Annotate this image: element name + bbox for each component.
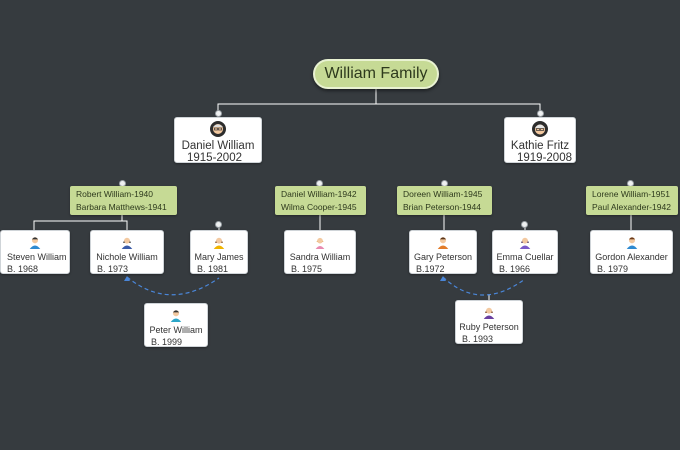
grandma-avatar-icon	[532, 121, 548, 137]
person-name: Gary Peterson	[413, 252, 473, 262]
couple-box-daniel-wilma[interactable]: Daniel William-1942 Wilma Cooper-1945	[275, 186, 366, 215]
arrow-head-icon	[440, 276, 446, 281]
person-card-peter-william[interactable]: Peter William B. 1999	[144, 303, 208, 347]
couple-box-doreen-brian[interactable]: Doreen William-1945 Brian Peterson-1944	[397, 186, 492, 215]
girl-avatar-icon	[483, 307, 495, 319]
person-birth: B. 1973	[97, 264, 129, 274]
collapse-handle[interactable]	[215, 110, 222, 117]
person-card-daniel-william[interactable]: Daniel William 1915-2002	[174, 117, 262, 164]
person-card-ruby-peterson[interactable]: Ruby Peterson B. 1993	[455, 300, 523, 344]
person-birth: B. 1999	[151, 337, 183, 347]
relation-nichole-mary	[126, 276, 220, 296]
person-name: Emma Cuellar	[496, 252, 554, 262]
man-avatar-icon	[437, 237, 449, 249]
grandpa-avatar-icon	[210, 121, 226, 137]
couple-line: Barbara Matthews-1941	[76, 201, 167, 212]
couple-line: Daniel William-1942	[281, 189, 357, 199]
couple-line: Brian Peterson-1944	[403, 201, 481, 212]
link-root-daniel	[217, 89, 377, 117]
person-name: Peter William	[149, 325, 203, 335]
person-birth: B. 1966	[499, 264, 531, 274]
person-name: Nichole William	[96, 252, 158, 262]
person-card-sandra-william[interactable]: Sandra William B. 1975	[284, 230, 356, 274]
person-name: Gordon Alexander	[595, 252, 668, 262]
couple-line: Doreen William-1945	[403, 189, 483, 199]
link-root-kathie	[376, 103, 541, 117]
couple-line: Lorene William-1951	[592, 189, 670, 199]
boy-avatar-icon	[170, 310, 182, 322]
arrow-head-icon	[124, 276, 130, 281]
person-birth: B. 1975	[291, 264, 323, 274]
couple-box-robert-barbara[interactable]: Robert William-1940 Barbara Matthews-194…	[70, 186, 177, 215]
person-name: Daniel William	[181, 140, 255, 152]
person-years: 1915-2002	[187, 152, 242, 164]
woman-avatar-icon	[121, 237, 133, 249]
person-name: Steven William	[7, 252, 67, 262]
person-name: Sandra William	[289, 252, 351, 262]
family-title[interactable]: William Family	[313, 59, 439, 89]
person-name: Ruby Peterson	[459, 322, 519, 332]
person-birth: B.1972	[416, 264, 445, 274]
person-card-gordon-alexander[interactable]: Gordon Alexander B. 1979	[590, 230, 673, 274]
girl-avatar-icon	[315, 237, 325, 249]
person-card-emma-cuellar[interactable]: Emma Cuellar B. 1966	[492, 230, 558, 274]
person-card-nichole-william[interactable]: Nichole William B. 1973	[90, 230, 164, 274]
couple-line: Wilma Cooper-1945	[281, 201, 357, 212]
couple-line: Paul Alexander-1942	[592, 201, 671, 212]
woman-avatar-icon	[213, 237, 225, 249]
link-couple1-steven	[33, 212, 123, 230]
collapse-handle[interactable]	[537, 110, 544, 117]
person-birth: B. 1979	[597, 264, 629, 274]
link-couple1-nichole	[122, 220, 128, 230]
couple-line: Robert William-1940	[76, 189, 153, 199]
person-birth: B. 1993	[462, 334, 494, 344]
person-name: Mary James	[194, 252, 244, 262]
relation-gary-emma	[442, 276, 526, 296]
collapse-handle[interactable]	[215, 221, 222, 228]
person-name: Kathie Fritz	[510, 140, 570, 152]
man-avatar-icon	[29, 237, 41, 249]
person-card-steven-william[interactable]: Steven William B. 1968	[0, 230, 70, 274]
person-birth: B. 1981	[197, 264, 229, 274]
woman-avatar-icon	[519, 237, 531, 249]
man-avatar-icon	[626, 237, 637, 249]
person-card-kathie-fritz[interactable]: Kathie Fritz 1919-2008	[504, 117, 576, 164]
person-card-mary-james[interactable]: Mary James B. 1981	[190, 230, 248, 274]
person-birth: B. 1968	[7, 264, 39, 274]
person-card-gary-peterson[interactable]: Gary Peterson B.1972	[409, 230, 477, 274]
couple-box-lorene-paul[interactable]: Lorene William-1951 Paul Alexander-1942	[586, 186, 678, 215]
person-years: 1919-2008	[517, 152, 572, 164]
collapse-handle[interactable]	[521, 221, 528, 228]
